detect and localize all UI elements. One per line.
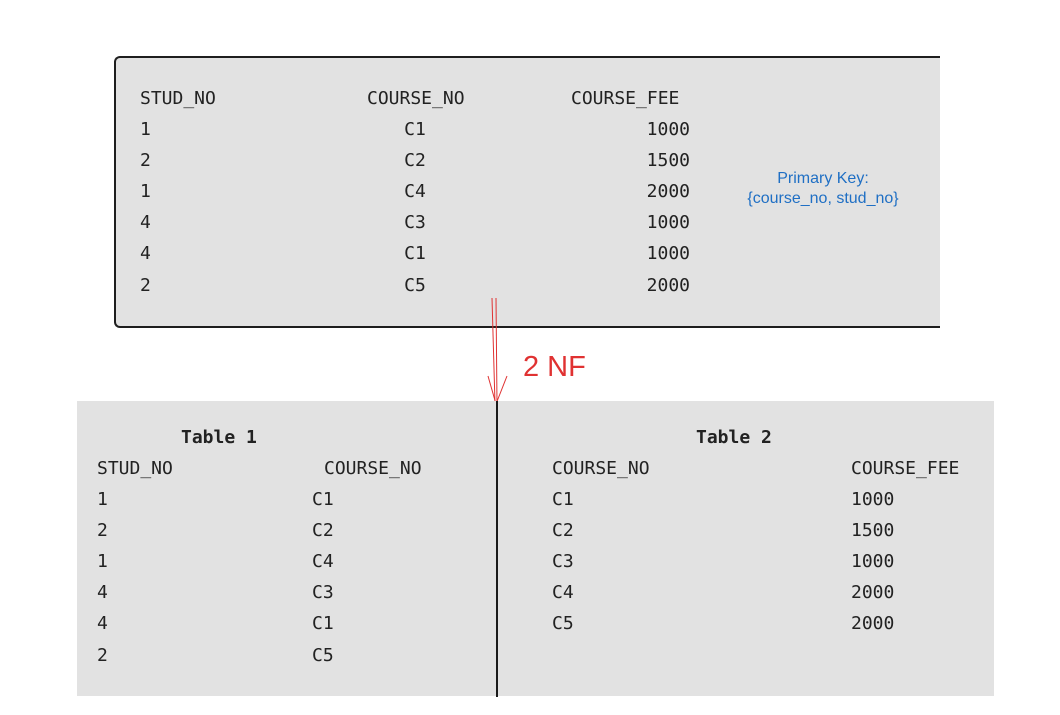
down-arrow-icon [487, 297, 508, 405]
cell-course-no: C5 [552, 613, 574, 634]
cell-course-no: C1 [404, 243, 426, 264]
cell-course-no: C4 [404, 181, 426, 202]
primary-key-annotation: Primary Key: {course_no, stud_no} [723, 169, 923, 209]
cell-course-no: C3 [404, 212, 426, 233]
cell-course-no: C5 [404, 275, 426, 296]
cell-course-fee: 1000 [646, 212, 690, 233]
cell-stud-no: 2 [97, 645, 108, 666]
table2-header-course-no: COURSE_NO [552, 458, 650, 479]
cell-course-no: C1 [404, 119, 426, 140]
header-course-fee: COURSE_FEE [571, 88, 680, 109]
cell-course-fee: 1000 [646, 119, 690, 140]
cell-stud-no: 2 [97, 520, 108, 541]
cell-course-no: C3 [312, 582, 334, 603]
primary-key-label: Primary Key: [777, 170, 869, 187]
cell-course-fee: 1500 [646, 150, 690, 171]
cell-course-fee: 2000 [646, 181, 690, 202]
cell-stud-no: 4 [97, 613, 108, 634]
cell-course-fee: 1000 [646, 243, 690, 264]
cell-stud-no: 2 [140, 275, 151, 296]
header-course-no: COURSE_NO [367, 88, 465, 109]
cell-course-no: C3 [552, 551, 574, 572]
header-stud-no: STUD_NO [140, 88, 216, 109]
cell-course-no: C1 [552, 489, 574, 510]
cell-stud-no: 2 [140, 150, 151, 171]
cell-course-no: C4 [312, 551, 334, 572]
table1-header-stud-no: STUD_NO [97, 458, 173, 479]
cell-course-no: C2 [552, 520, 574, 541]
cell-stud-no: 4 [97, 582, 108, 603]
original-table-panel [114, 56, 940, 328]
cell-course-no: C1 [312, 613, 334, 634]
cell-stud-no: 1 [97, 489, 108, 510]
cell-stud-no: 1 [140, 181, 151, 202]
primary-key-value: {course_no, stud_no} [747, 190, 899, 207]
table2-title: Table 2 [696, 427, 772, 448]
table1-header-course-no: COURSE_NO [324, 458, 422, 479]
decomposed-tables-panel [77, 401, 994, 696]
cell-course-no: C2 [312, 520, 334, 541]
cell-stud-no: 1 [97, 551, 108, 572]
table-divider [496, 401, 498, 697]
cell-course-fee: 2000 [851, 613, 895, 634]
cell-course-no: C4 [552, 582, 574, 603]
normal-form-label: 2 NF [523, 351, 586, 383]
cell-stud-no: 4 [140, 243, 151, 264]
cell-stud-no: 4 [140, 212, 151, 233]
table2-header-course-fee: COURSE_FEE [851, 458, 960, 479]
table1-title: Table 1 [181, 427, 257, 448]
cell-stud-no: 1 [140, 119, 151, 140]
cell-course-no: C5 [312, 645, 334, 666]
cell-course-fee: 2000 [646, 275, 690, 296]
cell-course-fee: 1500 [851, 520, 895, 541]
cell-course-no: C2 [404, 150, 426, 171]
cell-course-fee: 2000 [851, 582, 895, 603]
cell-course-fee: 1000 [851, 489, 895, 510]
cell-course-no: C1 [312, 489, 334, 510]
cell-course-fee: 1000 [851, 551, 895, 572]
